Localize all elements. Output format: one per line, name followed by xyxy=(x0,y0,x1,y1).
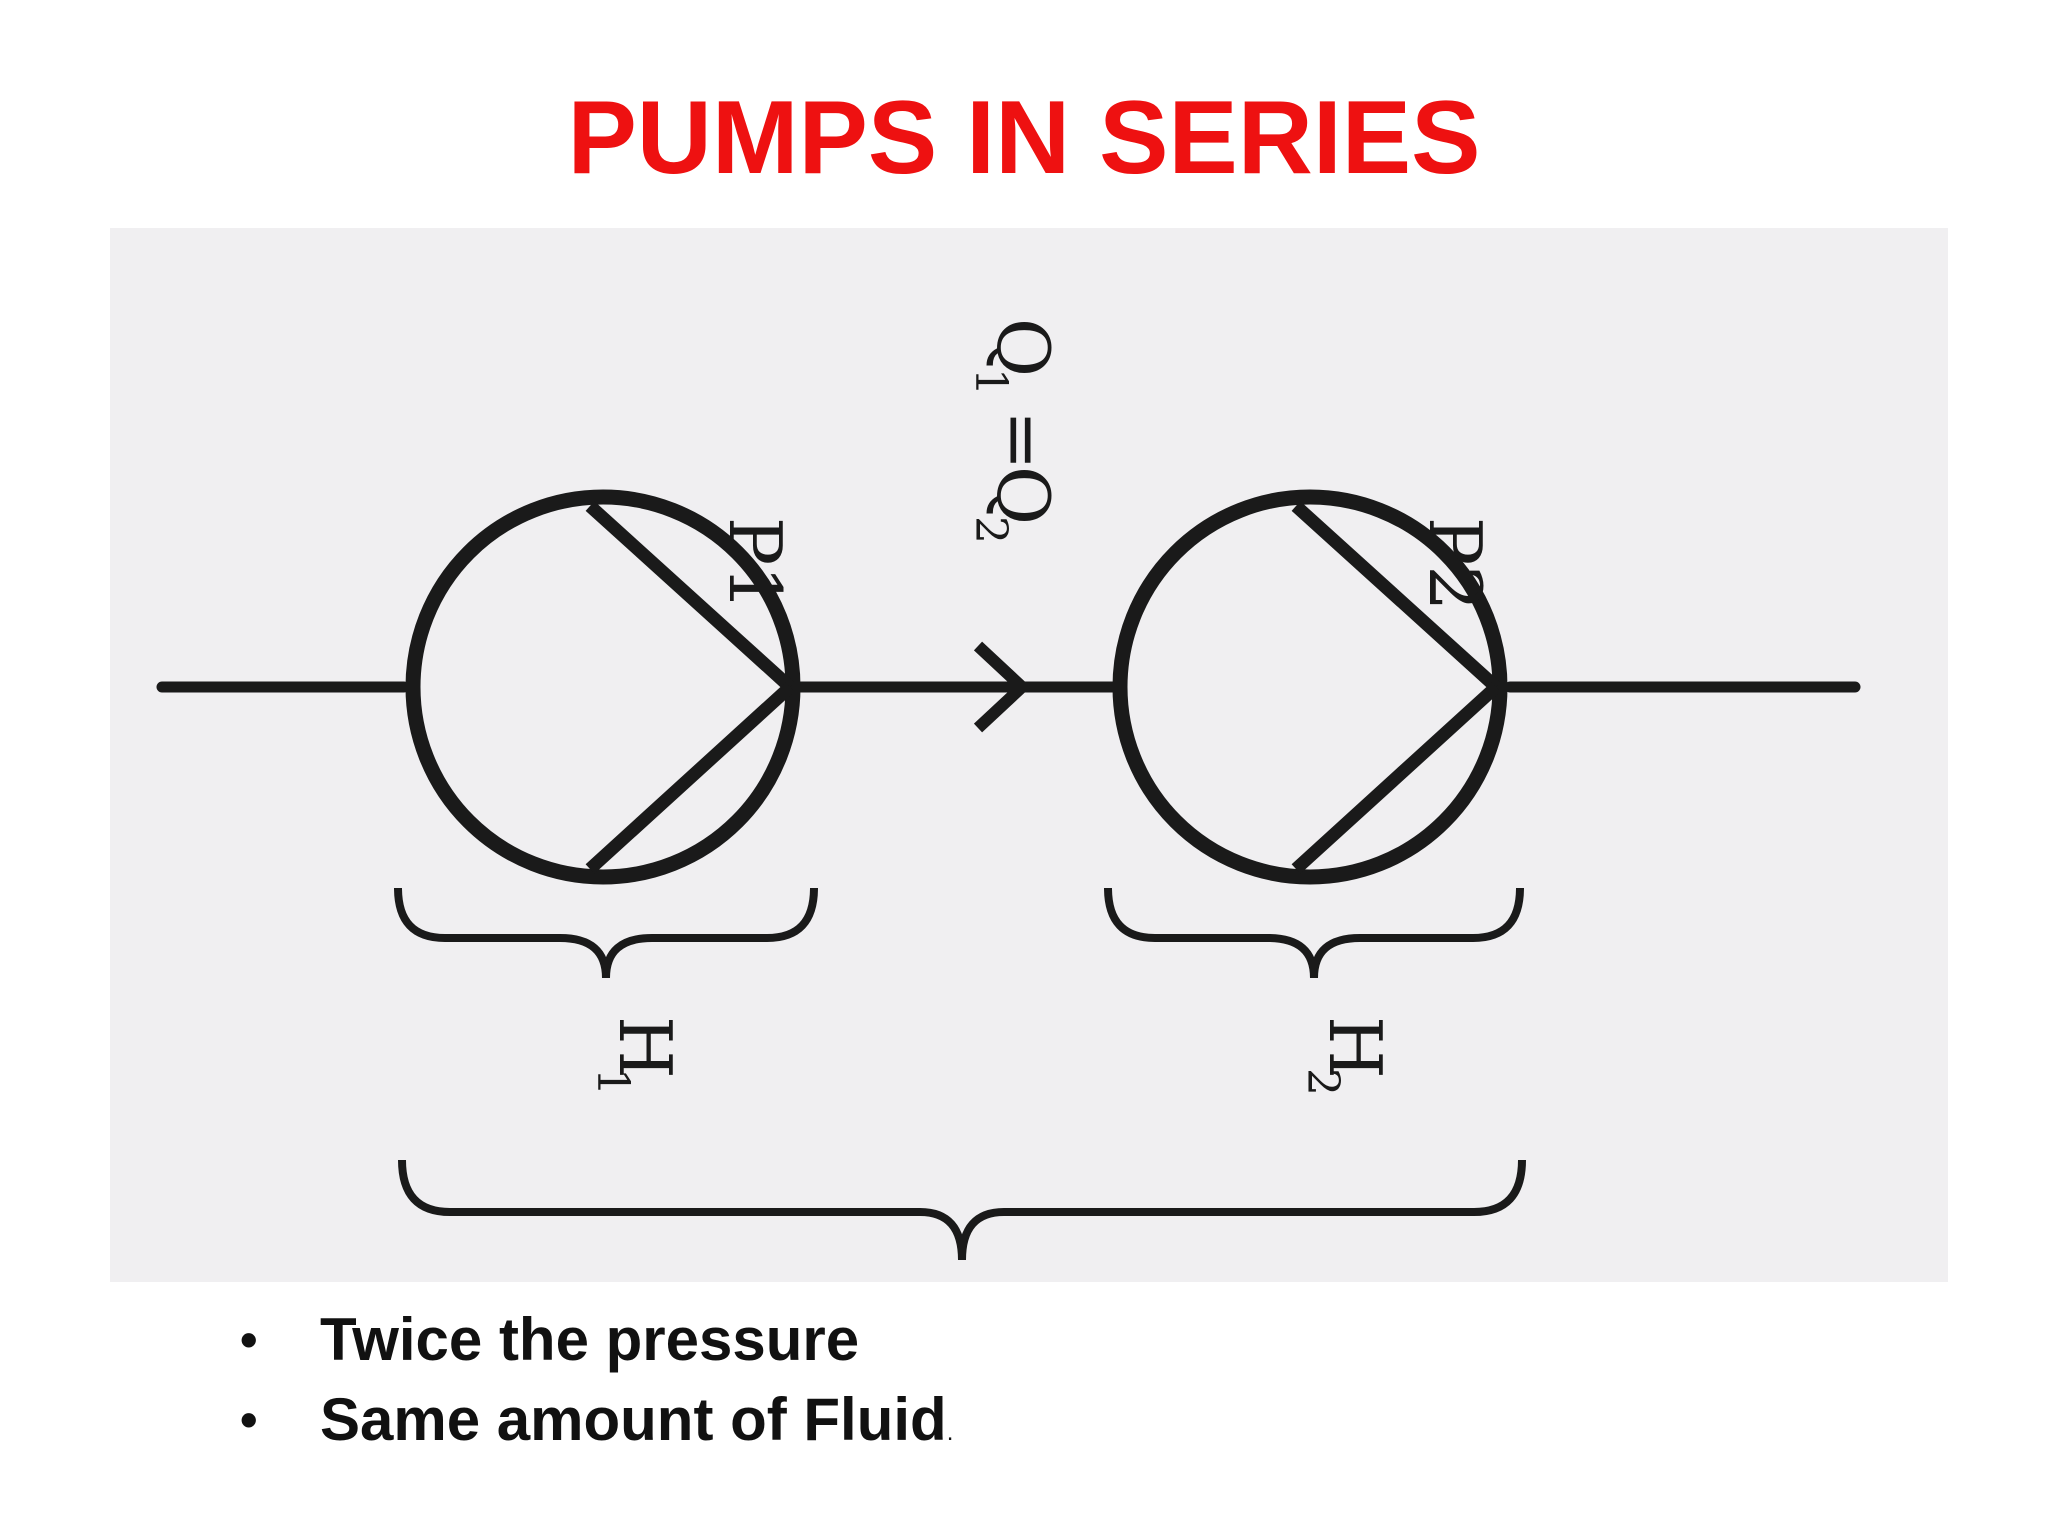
flow-q1: Q xyxy=(981,318,1065,377)
head-2-subscript: 2 xyxy=(1297,1068,1348,1096)
head-1-label: H xyxy=(603,1016,687,1079)
bullet-suffix: . xyxy=(946,1419,954,1446)
slide-title: PUMPS IN SERIES xyxy=(567,80,1481,196)
pump-1-symbol-icon xyxy=(405,489,801,885)
bullet-text: Same amount of Fluid. xyxy=(320,1380,953,1473)
head-1-brace xyxy=(394,887,818,979)
head-2-brace xyxy=(1104,887,1524,979)
bullet-item: • Same amount of Fluid. xyxy=(240,1380,1940,1460)
head-2-label-group: H 2 xyxy=(1297,1016,1397,1096)
diagram-svg: P1 P2 Q 1 = Q 2 H 1 H 2 xyxy=(156,318,1861,1261)
pumps-series-diagram: P1 P2 Q 1 = Q 2 H 1 H 2 xyxy=(110,228,1948,1282)
flow-q2: Q xyxy=(981,466,1065,525)
head-1-subscript: 1 xyxy=(587,1068,638,1096)
flow-equation: Q 1 = Q 2 xyxy=(965,318,1065,544)
pump-2-symbol-icon xyxy=(1112,489,1508,885)
total-head-brace xyxy=(398,1159,1526,1261)
bullet-text: Twice the pressure xyxy=(320,1300,859,1393)
flow-arrow-icon xyxy=(973,641,1031,733)
bullet-marker: • xyxy=(240,1392,258,1448)
bullet-main-text: Same amount of Fluid xyxy=(320,1386,947,1453)
flow-q1-subscript: 1 xyxy=(965,368,1016,396)
head-1-label-group: H 1 xyxy=(587,1016,687,1096)
bullet-marker: • xyxy=(240,1312,258,1368)
bullet-main-text: Twice the pressure xyxy=(320,1306,860,1373)
head-2-label: H xyxy=(1313,1016,1397,1079)
pump-1-label: P1 xyxy=(713,517,797,611)
flow-equals: = xyxy=(981,410,1065,470)
bullet-list: • Twice the pressure • Same amount of Fl… xyxy=(240,1300,1940,1460)
pump-2-label: P2 xyxy=(1413,517,1497,611)
bullet-item: • Twice the pressure xyxy=(240,1300,1940,1380)
flow-q2-subscript: 2 xyxy=(965,516,1016,544)
